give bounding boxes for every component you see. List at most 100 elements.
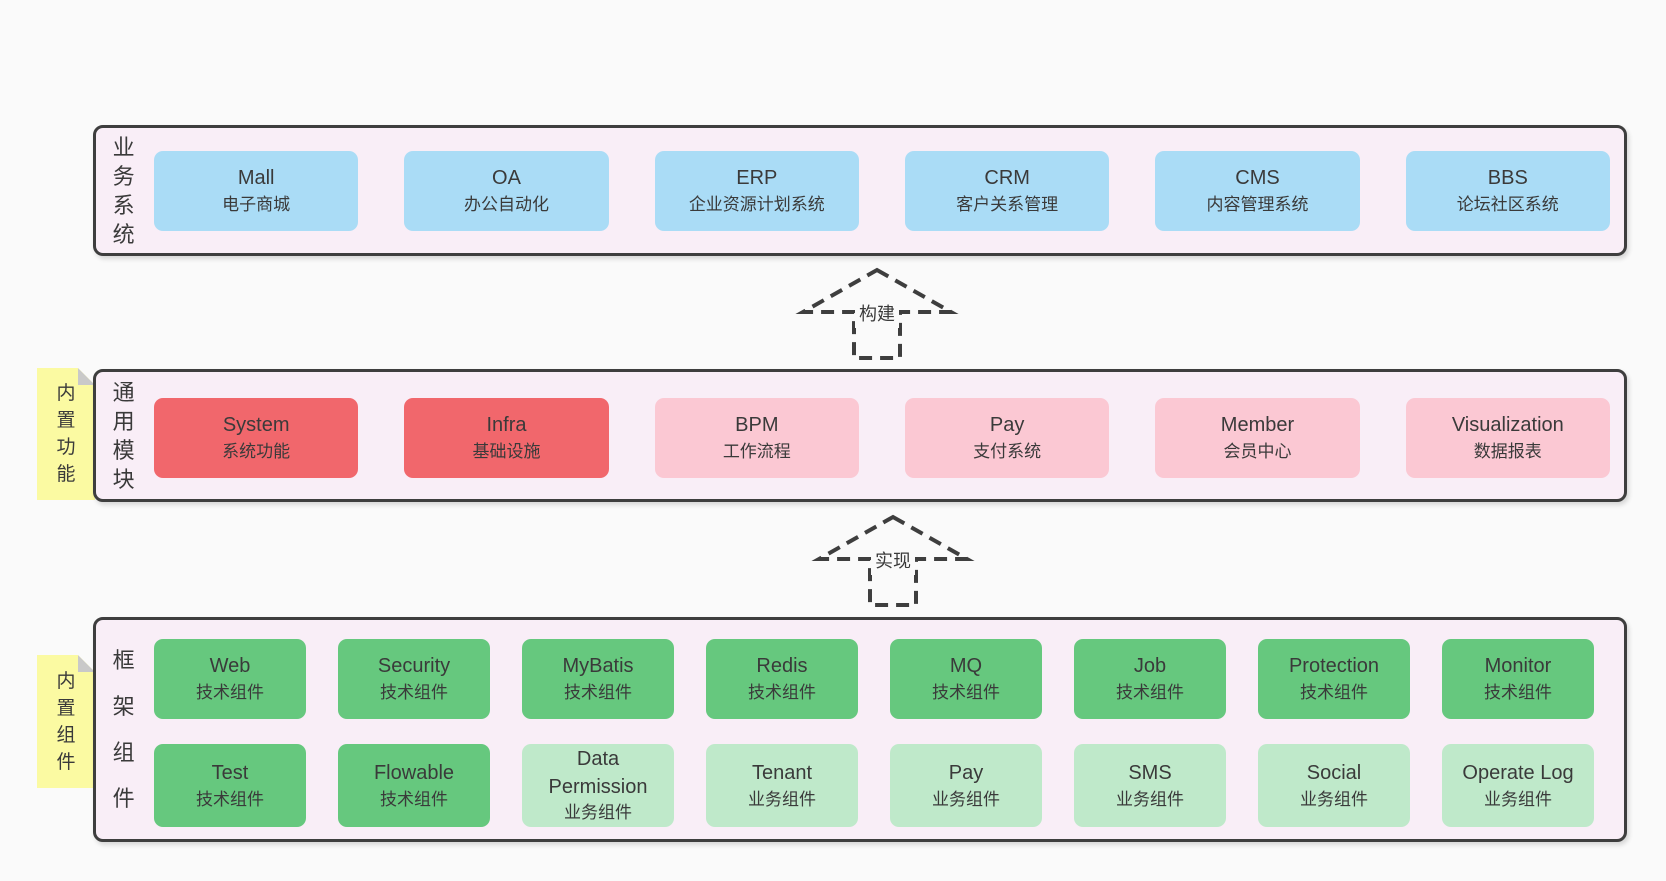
module-name: Protection: [1288, 655, 1380, 678]
module-subtitle: 基础设施: [472, 442, 541, 462]
module-subtitle: 办公自动化: [463, 195, 549, 215]
module-box-test: Test 技术组件: [154, 744, 306, 827]
module-name: CRM: [984, 167, 1030, 190]
module-name: Infra: [486, 414, 527, 437]
band-label: 通用模块: [112, 379, 135, 492]
module-subtitle: 技术组件: [1116, 683, 1184, 703]
module-subtitle: 业务组件: [1300, 789, 1368, 809]
framework-components-row-2: Test 技术组件 Flowable 技术组件 Data Permission 业务组件 T…: [154, 744, 1594, 827]
module-subtitle: 技术组件: [564, 683, 632, 703]
module-box-security: Security 技术组件: [338, 639, 490, 719]
module-box-cms: CMS 内容管理系统: [1155, 151, 1360, 231]
module-name: Operate Log: [1462, 761, 1574, 784]
module-box-mall: Mall 电子商城: [154, 151, 359, 231]
sticky-note-built-in-components: 内置组件: [37, 655, 95, 788]
module-name: Mall: [237, 167, 275, 190]
module-box-erp: ERP 企业资源计划系统: [654, 151, 859, 231]
module-subtitle: 数据报表: [1473, 442, 1542, 462]
module-name: SMS: [1128, 761, 1172, 784]
module-subtitle: 支付系统: [973, 442, 1042, 462]
module-box-oa: OA 办公自动化: [404, 151, 609, 231]
module-name: OA: [492, 167, 521, 190]
module-name: BBS: [1487, 167, 1528, 190]
module-box-visualization: Visualization 数据报表: [1405, 398, 1610, 478]
module-subtitle: 技术组件: [748, 683, 816, 703]
module-subtitle: 技术组件: [380, 789, 448, 809]
module-subtitle: 技术组件: [932, 683, 1000, 703]
module-name: BPM: [735, 414, 779, 437]
module-box-redis: Redis 技术组件: [706, 639, 858, 719]
module-box-mq: MQ 技术组件: [890, 639, 1042, 719]
module-name: Pay: [989, 414, 1025, 437]
sticky-note-built-in-functions: 内置功能: [37, 368, 95, 500]
module-name: Flowable: [373, 761, 455, 784]
module-name: CMS: [1235, 167, 1280, 190]
module-box-web: Web 技术组件: [154, 639, 306, 719]
module-subtitle: 技术组件: [196, 683, 264, 703]
dashed-up-arrow-icon: [811, 514, 975, 607]
module-box-operate-log: Operate Log 业务组件: [1442, 744, 1594, 827]
module-name: MQ: [949, 655, 983, 678]
module-name: Monitor: [1484, 655, 1552, 678]
module-subtitle: 业务组件: [1484, 789, 1552, 809]
module-box-job: Job 技术组件: [1074, 639, 1226, 719]
module-subtitle: 技术组件: [1484, 683, 1552, 703]
business-systems-row: Mall 电子商城 OA 办公自动化 ERP 企业资源计划系统 CRM 客户关系管理 CMS 内容…: [154, 151, 1610, 231]
module-subtitle: 业务组件: [748, 789, 816, 809]
module-name: Visualization: [1451, 414, 1564, 437]
module-box-protection: Protection 技术组件: [1258, 639, 1410, 719]
module-subtitle: 论坛社区系统: [1456, 195, 1559, 215]
module-subtitle: 工作流程: [722, 442, 791, 462]
module-name: Member: [1220, 414, 1295, 437]
common-modules-row: System 系统功能 Infra 基础设施 BPM 工作流程 Pay 支付系统 Member 会…: [154, 398, 1610, 478]
module-box-social: Social 业务组件: [1258, 744, 1410, 827]
module-subtitle: 技术组件: [380, 683, 448, 703]
module-subtitle: 技术组件: [196, 789, 264, 809]
dashed-up-arrow-icon: [795, 267, 959, 360]
module-box-system: System 系统功能: [154, 398, 359, 478]
module-subtitle: 内容管理系统: [1206, 195, 1309, 215]
band-label: 业务系统: [112, 134, 135, 247]
module-name: Job: [1133, 655, 1167, 678]
sticky-note-label: 内置组件: [56, 670, 76, 773]
band-label: 框架组件: [112, 647, 135, 811]
module-subtitle: 业务组件: [1116, 789, 1184, 809]
module-name: Test: [211, 761, 249, 784]
module-box-monitor: Monitor 技术组件: [1442, 639, 1594, 719]
module-name: Redis: [756, 655, 808, 678]
module-name: System: [222, 414, 290, 437]
module-subtitle: 客户关系管理: [956, 195, 1059, 215]
module-box-flowable: Flowable 技术组件: [338, 744, 490, 827]
module-subtitle: 电子商城: [222, 195, 291, 215]
arrow-up-implement: 实现: [811, 513, 975, 609]
module-subtitle: 技术组件: [1300, 683, 1368, 703]
module-box-bbs: BBS 论坛社区系统: [1405, 151, 1610, 231]
module-subtitle: 企业资源计划系统: [688, 195, 825, 215]
module-name: Tenant: [751, 761, 813, 784]
module-box-member: Member 会员中心: [1155, 398, 1360, 478]
module-box-pay: Pay 支付系统: [904, 398, 1110, 478]
module-name: Social: [1306, 761, 1362, 784]
module-subtitle: 业务组件: [932, 789, 1000, 809]
module-box-crm: CRM 客户关系管理: [904, 151, 1110, 231]
arrow-label: 构建: [855, 298, 899, 328]
module-subtitle: 会员中心: [1223, 442, 1292, 462]
module-box-infra: Infra 基础设施: [404, 398, 609, 478]
module-box-data-permission: Data Permission 业务组件: [522, 744, 674, 827]
module-box-sms: SMS 业务组件: [1074, 744, 1226, 827]
module-name: Data Permission: [548, 748, 648, 798]
module-subtitle: 业务组件: [564, 803, 632, 823]
module-subtitle: 系统功能: [222, 442, 291, 462]
arrow-label: 实现: [871, 545, 915, 575]
module-name: Security: [377, 655, 451, 678]
module-name: ERP: [736, 167, 778, 190]
module-name: Web: [209, 655, 251, 678]
module-name: Pay: [948, 761, 984, 784]
band-common-modules: 通用模块 System 系统功能 Infra 基础设施 BPM 工作流程 Pay 支付系统 Me…: [93, 369, 1627, 502]
band-business-systems: 业务系统 Mall 电子商城 OA 办公自动化 ERP 企业资源计划系统 CRM 客户关系管理…: [93, 125, 1627, 256]
arrow-up-build: 构建: [795, 266, 959, 362]
